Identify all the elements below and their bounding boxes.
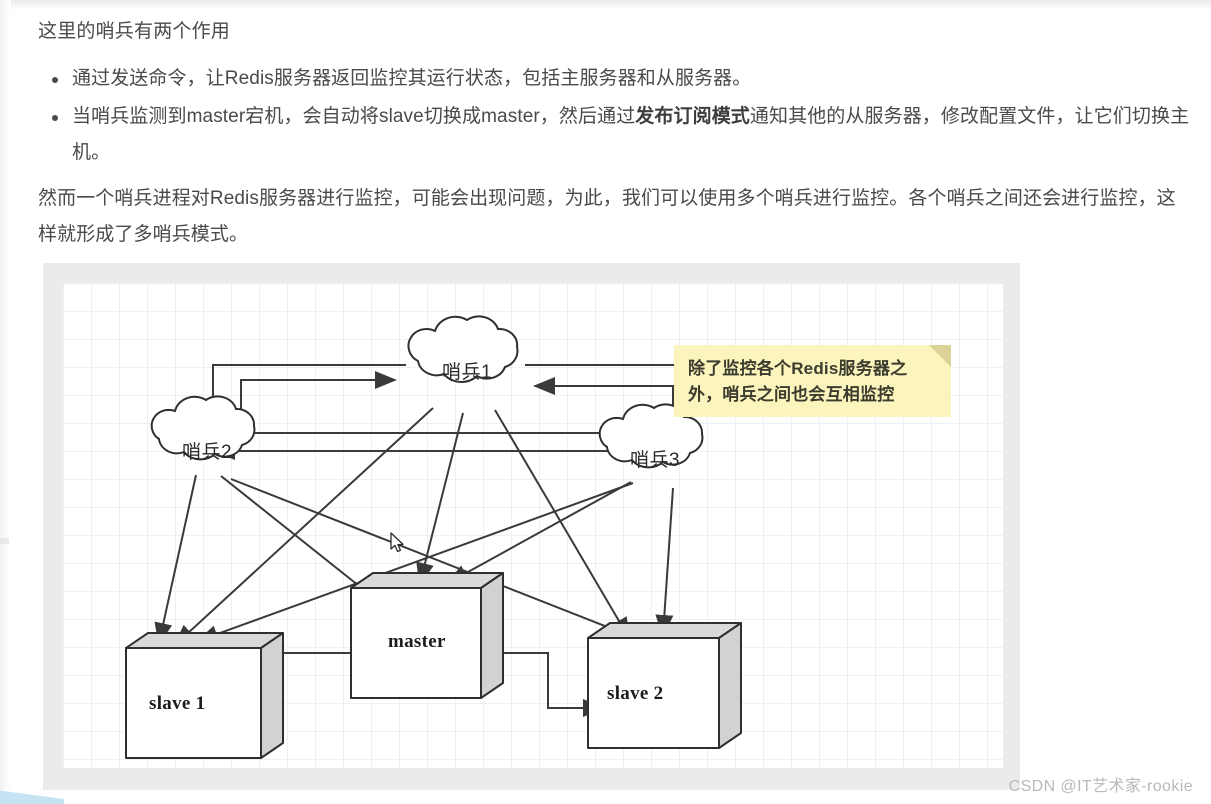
edge-s3-to-master — [446, 481, 632, 584]
bullet-text-2-before: 当哨兵监测到master宕机，会自动将slave切换成master，然后通过 — [72, 106, 636, 127]
note-line-2: 外，哨兵之间也会互相监控 — [688, 385, 895, 404]
edge-s3-to-slave2 — [655, 487, 674, 637]
slave-1-label: slave 1 — [149, 693, 206, 714]
bullet-text-1: 通过发送命令，让Redis服务器返回监控其运行状态，包括主服务器和从服务器。 — [72, 68, 752, 89]
mouse-cursor-icon — [390, 532, 404, 553]
body-paragraph: 然而一个哨兵进程对Redis服务器进行监控，可能会出现问题，为此，我们可以使用多… — [38, 188, 1176, 245]
edge-s2-to-slave2 — [230, 478, 645, 643]
slave-2-box — [587, 622, 742, 749]
bullet-item-2: 当哨兵监测到master宕机，会自动将slave切换成master，然后通过发布… — [52, 99, 1198, 171]
edge-s1-to-master — [416, 412, 464, 585]
sentinel-to-server-edges — [154, 407, 674, 647]
edge-s1-to-slave1 — [173, 407, 434, 647]
sentinel-2-cloud — [150, 395, 256, 461]
page-left-edge — [0, 0, 11, 804]
sentinel-3-label: 哨兵3 — [630, 450, 681, 471]
sentinel-1-cloud — [407, 315, 519, 383]
sentinel-cloud-shapes — [150, 315, 704, 469]
annotation-note: 除了监控各个Redis服务器之 外，哨兵之间也会互相监控 — [674, 345, 951, 417]
diagram-figure: 除了监控各个Redis服务器之 外，哨兵之间也会互相监控 哨兵1 哨兵2 哨兵3… — [43, 263, 1020, 790]
sentinel-2-label: 哨兵2 — [182, 442, 233, 463]
bullet-item-1: 通过发送命令，让Redis服务器返回监控其运行状态，包括主服务器和从服务器。 — [52, 61, 1198, 97]
bullet-text-2-after: 通知其他的从服务器，修改配置文件，让它们切换主机。 — [72, 106, 1190, 163]
csdn-watermark: CSDN @IT艺术家-rookie — [1008, 778, 1193, 795]
edge-s2-to-slave1 — [154, 474, 197, 645]
bullet-list: 通过发送命令，让Redis服务器返回监控其运行状态，包括主服务器和从服务器。 当… — [38, 61, 1198, 171]
sentinel-3-cloud — [598, 403, 704, 469]
diagram-vector — [125, 315, 742, 759]
lead-paragraph: 这里的哨兵有两个作用 — [38, 21, 231, 42]
slave-1-box — [125, 632, 284, 759]
left-gutter-marker — [0, 538, 9, 544]
server-box-shapes — [125, 572, 742, 759]
bullet-text-2-strong: 发布订阅模式 — [635, 106, 750, 127]
master-box — [350, 572, 504, 699]
edge-master-to-slave2 — [473, 652, 605, 717]
slave-2-label: slave 2 — [607, 683, 664, 704]
page-top-edge — [0, 0, 1211, 10]
edge-s1-to-slave2 — [494, 409, 631, 640]
sentinel-1-label: 哨兵1 — [442, 362, 493, 383]
diagram-canvas: 除了监控各个Redis服务器之 外，哨兵之间也会互相监控 哨兵1 哨兵2 哨兵3… — [63, 283, 1003, 768]
edge-s3-to-slave1 — [196, 482, 634, 643]
article-content: 这里的哨兵有两个作用 通过发送命令，让Redis服务器返回监控其运行状态，包括主… — [38, 8, 1198, 253]
note-line-1: 除了监控各个Redis服务器之 — [688, 359, 908, 378]
edge-s2-to-s1 — [240, 371, 397, 425]
master-label: master — [388, 631, 446, 652]
